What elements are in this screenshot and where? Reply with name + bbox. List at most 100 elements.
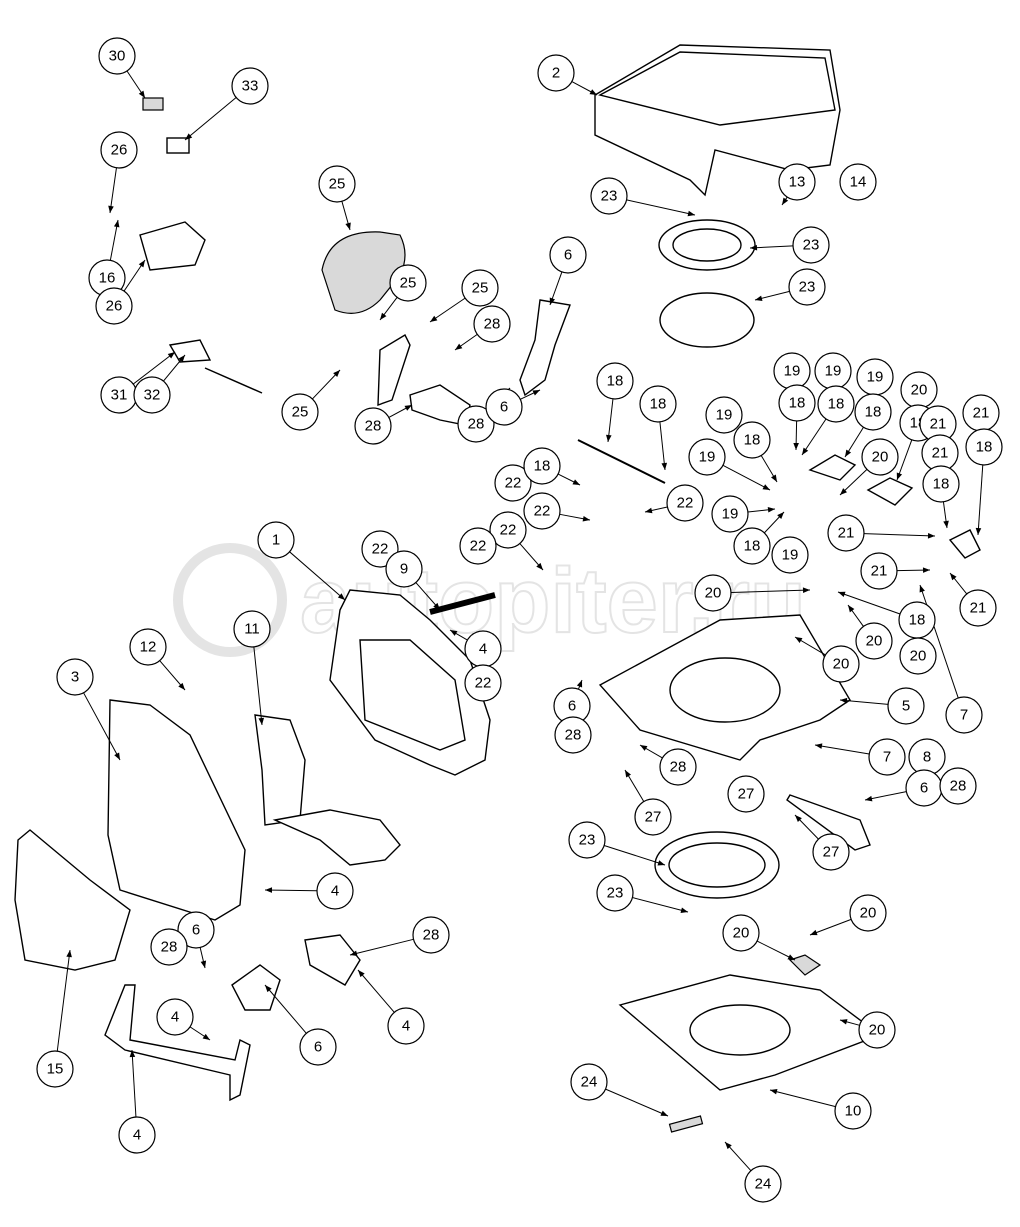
- latch-a: [808, 454, 857, 481]
- seat-belt: [519, 299, 571, 397]
- callout-circle: [922, 465, 960, 503]
- callout-24: 24: [744, 1165, 782, 1203]
- leader-line: [801, 418, 827, 456]
- leader-line: [571, 81, 598, 96]
- callout-number: 20: [705, 585, 722, 602]
- callout-21: 21: [921, 434, 959, 472]
- switch-cap: [142, 97, 164, 111]
- callout-circle: [771, 536, 809, 574]
- callout-circle: [722, 914, 760, 952]
- callout-number: 21: [871, 563, 888, 580]
- leader-line: [864, 791, 907, 802]
- callout-20: 20: [849, 894, 887, 932]
- callout-circle: [711, 495, 749, 533]
- callout-number: 28: [565, 727, 582, 744]
- callout-number: 22: [534, 503, 551, 520]
- callout-number: 3: [71, 669, 79, 686]
- callout-circle: [412, 916, 450, 954]
- leader-line: [388, 404, 413, 418]
- callout-number: 18: [909, 612, 926, 629]
- leader-line: [896, 567, 931, 573]
- callout-22: 22: [361, 530, 399, 568]
- callout-20: 20: [822, 645, 860, 683]
- callout-circle: [839, 163, 877, 201]
- callout-4: 4: [156, 998, 194, 1036]
- callout-circle: [778, 384, 816, 422]
- callout-number: 4: [133, 1127, 141, 1144]
- leader-line: [126, 70, 146, 99]
- callout-18: 18: [523, 447, 561, 485]
- back-panel: [107, 699, 246, 921]
- callout-6: 6: [549, 236, 587, 274]
- callout-circle: [860, 552, 898, 590]
- leader-line: [837, 591, 901, 615]
- callout-4: 4: [464, 630, 502, 668]
- callout-4: 4: [387, 1007, 425, 1045]
- callout-number: 26: [106, 298, 123, 315]
- leader-line: [949, 572, 968, 595]
- callout-circle: [318, 165, 356, 203]
- callout-circle: [792, 226, 830, 264]
- callout-circle: [554, 716, 592, 754]
- callout-number: 19: [699, 449, 716, 466]
- callout-4: 4: [118, 1116, 156, 1154]
- switch: [166, 137, 190, 154]
- callout-number: 28: [468, 416, 485, 433]
- callout-number: 24: [755, 1176, 772, 1193]
- callout-circle: [596, 362, 634, 400]
- callout-number: 23: [803, 237, 820, 254]
- callout-number: 20: [866, 633, 883, 650]
- callout-number: 28: [365, 418, 382, 435]
- callout-23: 23: [788, 268, 826, 306]
- callout-21: 21: [959, 589, 997, 627]
- leader-line: [606, 398, 614, 443]
- callout-circle: [854, 393, 892, 431]
- leader-line: [632, 897, 689, 913]
- callout-4: 4: [316, 872, 354, 910]
- callout-number: 22: [470, 538, 487, 555]
- callout-30: 30: [98, 37, 136, 75]
- lower-bracket: [104, 984, 251, 1102]
- callout-number: 12: [140, 639, 157, 656]
- leader-line: [189, 1026, 211, 1041]
- callout-12: 12: [129, 628, 167, 666]
- callout-27: 27: [812, 833, 850, 871]
- callout-22: 22: [666, 484, 704, 522]
- callout-circle: [150, 928, 188, 966]
- callout-number: 19: [722, 506, 739, 523]
- callout-circle: [899, 637, 937, 675]
- callout-circle: [523, 447, 561, 485]
- callout-number: 18: [865, 404, 882, 421]
- callout-number: 20: [869, 1022, 886, 1039]
- armrest-bracket: [377, 334, 411, 407]
- callout-number: 25: [472, 280, 489, 297]
- callout-circle: [666, 484, 704, 522]
- callout-number: 4: [171, 1009, 179, 1026]
- callout-circle: [812, 833, 850, 871]
- callout-number: 19: [782, 547, 799, 564]
- callout-number: 18: [744, 538, 761, 555]
- callout-number: 21: [930, 416, 947, 433]
- parts: [14, 44, 981, 1133]
- leader-line: [769, 1089, 836, 1108]
- leader-line: [289, 551, 346, 601]
- callout-circle: [849, 894, 887, 932]
- callout-circle: [945, 696, 983, 734]
- callout-28: 28: [473, 305, 511, 343]
- callout-22: 22: [523, 492, 561, 530]
- callout-circle: [827, 514, 865, 552]
- callout-circle: [231, 67, 269, 105]
- callout-circle: [568, 821, 606, 859]
- callout-circle: [858, 1011, 896, 1049]
- leader-line: [264, 984, 307, 1034]
- callout-3: 3: [56, 658, 94, 696]
- leader-line: [896, 439, 913, 481]
- callout-circle: [834, 1092, 872, 1130]
- latch-c: [948, 529, 981, 559]
- callout-2: 2: [537, 54, 575, 92]
- leader-line: [312, 369, 341, 400]
- callout-number: 28: [161, 939, 178, 956]
- callout-number: 18: [534, 458, 551, 475]
- armrest: [321, 231, 406, 314]
